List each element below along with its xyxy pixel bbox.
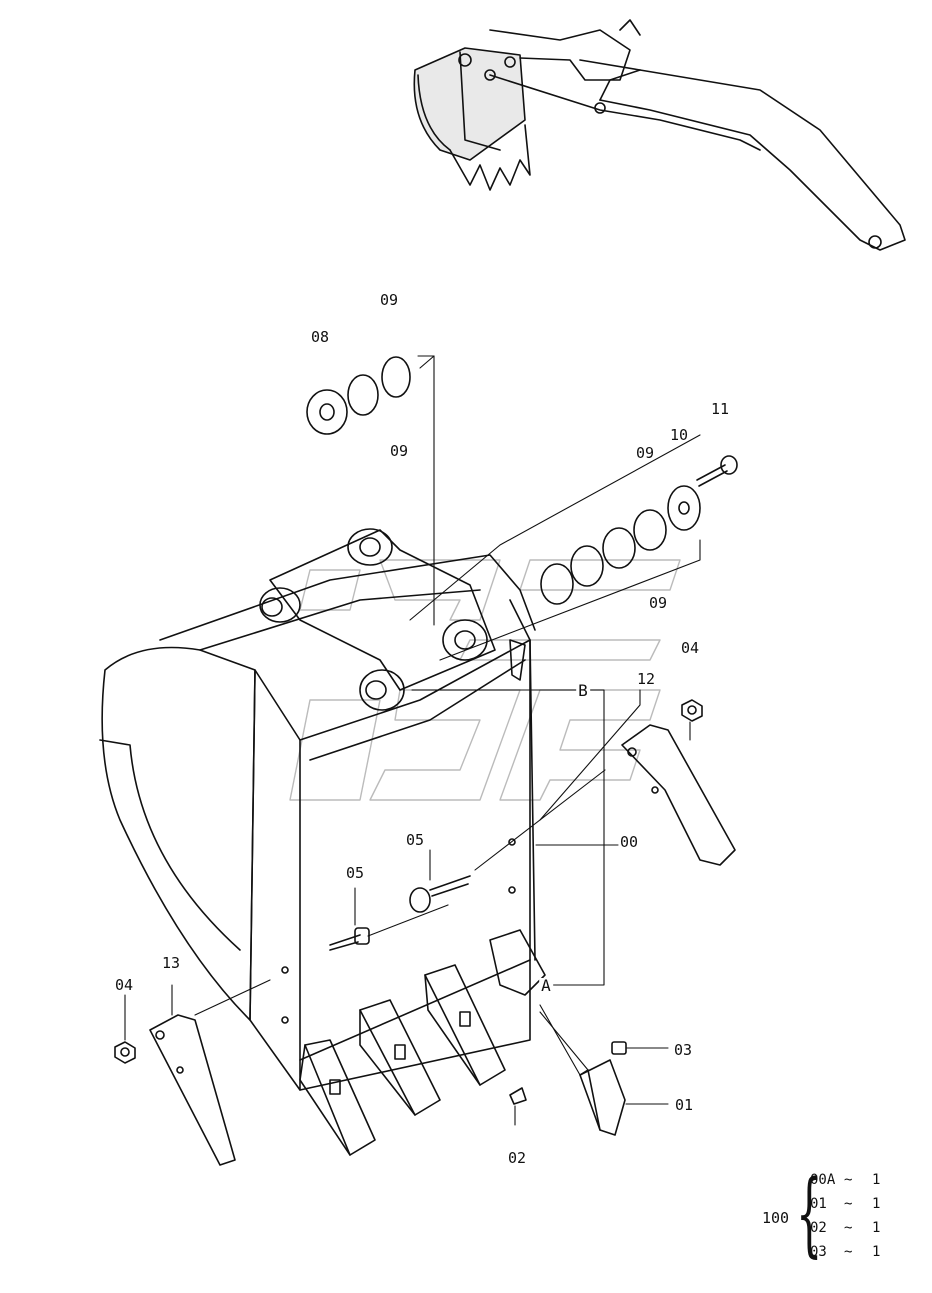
callout-01: 01: [674, 1096, 694, 1114]
watermark-shapes: [289, 559, 681, 801]
assembly-row: 02~1: [810, 1220, 881, 1236]
callout-05-lower: 05: [345, 864, 365, 882]
assembly-row: 03~1: [810, 1244, 881, 1260]
callout-05-upper: 05: [405, 831, 425, 849]
callout-12: 12: [636, 670, 656, 688]
reference-b: B: [576, 681, 590, 700]
callout-10: 10: [669, 426, 689, 444]
callout-09-right-top: 09: [635, 444, 655, 462]
assembly-quantity-table: 100 { 00A~1 01~1 02~1 03~1: [762, 1168, 922, 1268]
callout-00: 00: [619, 833, 639, 851]
callout-04-left: 04: [114, 976, 134, 994]
callout-02: 02: [507, 1149, 527, 1167]
side-cutters: [114, 699, 736, 1166]
callout-03: 03: [673, 1041, 693, 1059]
reference-a: A: [539, 976, 553, 995]
bucket-teeth: [299, 929, 627, 1156]
callout-13: 13: [161, 954, 181, 972]
brace-symbol: {: [796, 1160, 823, 1267]
callout-09-mid: 09: [389, 442, 409, 460]
arm-inset-illustration: [413, 19, 906, 251]
assembly-parent-number: 100: [762, 1209, 790, 1227]
assembly-row: 01~1: [810, 1196, 881, 1212]
shims-washers: [306, 356, 738, 605]
callout-09-top: 09: [379, 291, 399, 309]
callout-11: 11: [710, 400, 730, 418]
assembly-row: 00A~1: [810, 1172, 881, 1188]
callout-04-right: 04: [680, 639, 700, 657]
bolts: [329, 875, 471, 951]
callout-08: 08: [310, 328, 330, 346]
bucket-body: [99, 528, 536, 1091]
callout-09-right-bottom: 09: [648, 594, 668, 612]
leader-lines: [124, 355, 701, 1126]
